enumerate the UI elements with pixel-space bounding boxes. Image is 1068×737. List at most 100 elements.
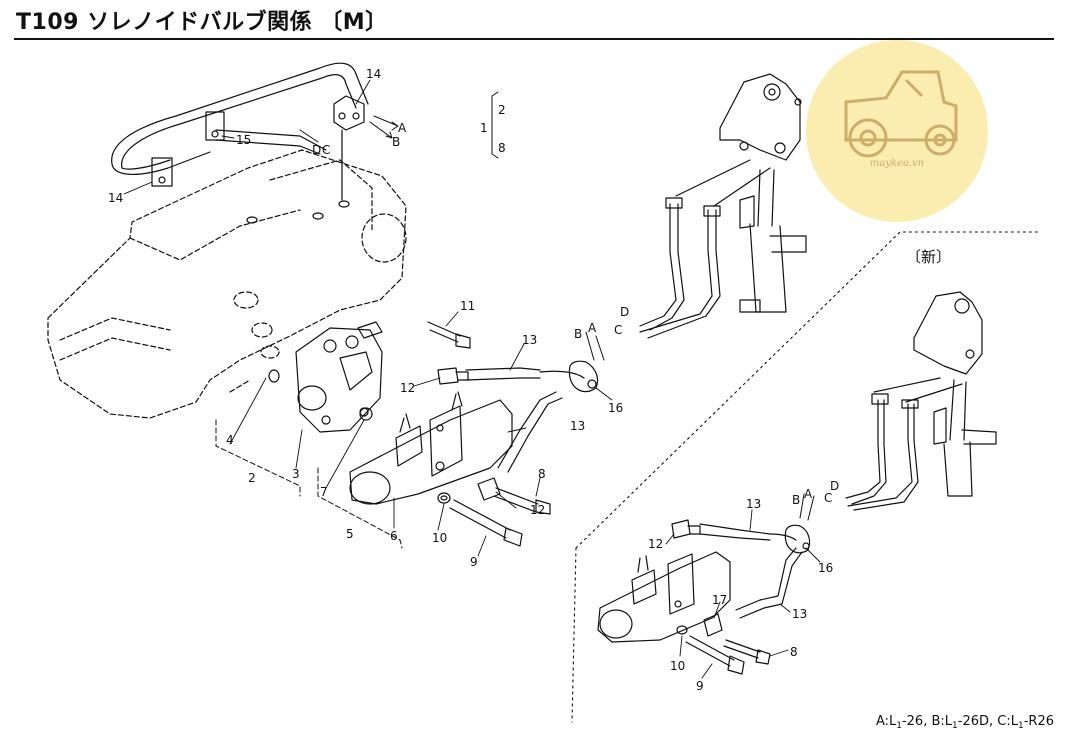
hose-13-new-lower	[735, 547, 803, 619]
legend-b-sub: 1	[952, 721, 958, 731]
lift-bracket-upper	[719, 73, 807, 313]
callout-14-right: 14	[366, 67, 381, 81]
letter-C-new: C	[824, 491, 832, 505]
callout-leaders-new	[665, 509, 821, 679]
hose-new-right	[845, 377, 963, 511]
group-bracket-2	[215, 419, 301, 497]
callout-12-lower: 12	[530, 503, 545, 517]
callout-13-upper: 13	[522, 333, 537, 347]
letter-C-upper-right: C	[614, 323, 622, 337]
callout-11: 11	[460, 299, 475, 313]
legend-a-prefix: A:L	[875, 714, 897, 729]
letter-B-mid: B	[574, 327, 582, 341]
callout-9: 9	[470, 555, 478, 569]
callout-16: 16	[608, 401, 623, 415]
new-section-divider	[571, 231, 1041, 723]
callout-17-new: 17	[712, 593, 727, 607]
letter-D-new: D	[830, 479, 839, 493]
callout-3: 3	[292, 467, 300, 481]
callout-labels: 14 14 15 11 13 12 16 13 8 12 4 2 3 7 5 6…	[108, 67, 951, 693]
watermark-text: maykeo.vn	[869, 158, 925, 169]
elbow-fitting-12-new	[671, 519, 701, 539]
callout-5: 5	[346, 527, 354, 541]
legend-c-suffix: -R26	[1023, 714, 1054, 729]
callout-1-range-start: 2	[498, 103, 506, 117]
page-title: T109 ソレノイドバルブ関係 〔M〕	[16, 10, 388, 35]
elbow-fitting-12-lower	[477, 477, 501, 501]
legend-c-sub: 1	[1018, 721, 1024, 731]
legend-b-suffix: -26D,	[957, 714, 994, 729]
letter-B-top: B	[392, 135, 400, 149]
letter-C-top: C	[322, 143, 330, 157]
letter-D-top: D	[312, 143, 321, 157]
hose-upper-right	[639, 159, 771, 339]
valve-body-3	[295, 327, 383, 433]
callout-16-new: 16	[818, 561, 833, 575]
legend-a-sub: 1	[896, 721, 902, 731]
hose-clamp-16	[568, 360, 599, 393]
transmission-housing	[47, 149, 407, 419]
callout-14-left: 14	[108, 191, 123, 205]
title-underline	[14, 38, 1054, 40]
bracket-1	[491, 91, 499, 159]
hose-clamp-16-new	[784, 524, 811, 554]
callout-leaders	[123, 79, 613, 557]
tractor-icon	[844, 70, 958, 158]
legend-b-prefix: B:L	[931, 714, 953, 729]
callout-12-upper: 12	[400, 381, 415, 395]
letter-B-new: B	[792, 493, 800, 507]
hose-13-upper	[465, 367, 585, 381]
bolt-9	[449, 499, 523, 547]
fitting-17-new	[703, 613, 723, 637]
elbow-fitting-12-upper	[437, 367, 469, 385]
legend-c-prefix: C:L	[997, 714, 1018, 729]
callout-9-new: 9	[696, 679, 704, 693]
group-bracket-5	[317, 467, 403, 549]
solenoid-valve-new	[597, 551, 731, 643]
direction-arrows	[299, 115, 815, 521]
callout-4: 4	[226, 433, 234, 447]
top-bolts	[246, 200, 350, 224]
solenoid-valve-6	[349, 391, 513, 505]
callout-13-new-upper: 13	[746, 497, 761, 511]
callout-7: 7	[320, 485, 328, 499]
lift-bracket-new	[913, 291, 997, 497]
pipe-clamp-14-left	[151, 157, 173, 187]
letter-A-top: A	[398, 121, 407, 135]
callout-13-new-lower: 13	[792, 607, 807, 621]
letter-A-mid: A	[588, 321, 597, 335]
callout-8-new: 8	[790, 645, 798, 659]
letter-A-new: A	[804, 487, 813, 501]
pipe-clamp-15	[205, 111, 225, 141]
callout-1: 1	[480, 121, 488, 135]
callout-10: 10	[432, 531, 447, 545]
washer-10	[437, 492, 451, 504]
hose-13-new-upper	[699, 523, 797, 541]
letter-D-upper-right: D	[620, 305, 629, 319]
washer-10-new	[676, 625, 688, 635]
o-ring-4	[268, 369, 280, 383]
fitting-top	[357, 321, 383, 339]
legend-a-suffix: -26,	[901, 714, 928, 729]
watermark-logo: maykeo.vn	[806, 40, 988, 222]
pipe-assembly	[111, 62, 369, 175]
bolt-11	[427, 321, 471, 349]
callout-6: 6	[390, 529, 398, 543]
callout-1-range-end: 8	[498, 141, 506, 155]
o-ring-7	[359, 407, 373, 421]
bolt-8	[493, 487, 551, 515]
callout-15: 15	[236, 133, 251, 147]
callout-10-new: 10	[670, 659, 685, 673]
callout-2: 2	[248, 471, 256, 485]
callout-13-lower: 13	[570, 419, 585, 433]
hose-13-lower	[497, 391, 563, 473]
model-legend: A:L1-26, B:L1-26D, C:L1-R26	[876, 714, 1054, 731]
bolt-8-new	[723, 639, 771, 665]
callout-8: 8	[538, 467, 546, 481]
new-version-label: 〔新〕	[906, 248, 951, 266]
callout-12-new: 12	[648, 537, 663, 551]
pipe-clamp-14-right	[333, 95, 365, 201]
bolt-9-new	[685, 635, 745, 675]
